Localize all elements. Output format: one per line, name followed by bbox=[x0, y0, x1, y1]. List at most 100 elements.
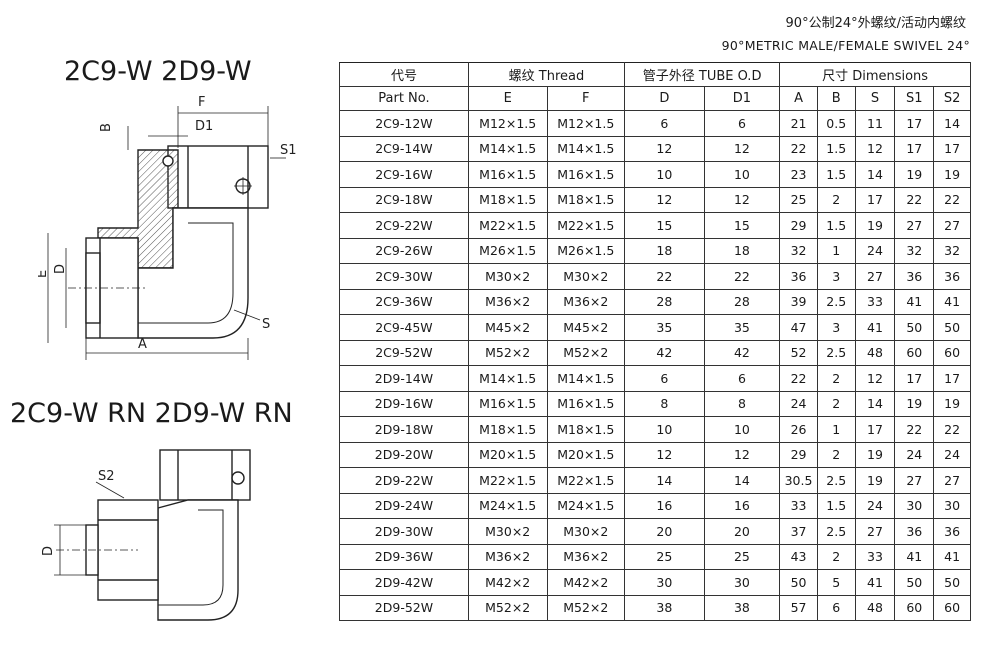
table-cell: M52×2 bbox=[546, 594, 626, 621]
label-D: D bbox=[53, 264, 68, 274]
label-D1: D1 bbox=[195, 119, 213, 134]
table-cell: 33 bbox=[779, 492, 818, 519]
table-column-header-row: Part No. E F D D1 A B S S1 S2 bbox=[339, 86, 971, 111]
table-cell: M36×2 bbox=[467, 288, 548, 315]
table-cell: 41 bbox=[854, 314, 896, 341]
table-cell: M26×1.5 bbox=[546, 237, 626, 264]
table-cell: 12 bbox=[624, 441, 705, 468]
col-part-no: Part No. bbox=[339, 86, 469, 111]
table-cell: 36 bbox=[894, 518, 935, 545]
table-cell: 21 bbox=[779, 110, 818, 137]
table-cell: 17 bbox=[933, 365, 971, 392]
col-E: E bbox=[467, 86, 548, 111]
table-cell: 41 bbox=[933, 288, 971, 315]
table-cell: 2.5 bbox=[816, 339, 856, 366]
header-tube: 管子外径 TUBE O.D bbox=[624, 62, 781, 87]
part-number-cell: 2C9-12W bbox=[339, 110, 469, 137]
label-S: S bbox=[262, 317, 270, 332]
table-cell: 36 bbox=[933, 263, 971, 290]
table-cell: 1.5 bbox=[816, 161, 856, 188]
table-cell: 50 bbox=[779, 569, 818, 596]
table-cell: 0.5 bbox=[816, 110, 856, 137]
table-cell: 24 bbox=[854, 237, 896, 264]
table-cell: 24 bbox=[894, 441, 935, 468]
label-B: B bbox=[99, 123, 114, 132]
table-cell: 43 bbox=[779, 543, 818, 570]
table-cell: 35 bbox=[624, 314, 705, 341]
table-cell: 41 bbox=[894, 288, 935, 315]
table-cell: 17 bbox=[894, 365, 935, 392]
table-cell: 22 bbox=[624, 263, 705, 290]
table-cell: 15 bbox=[703, 212, 781, 239]
part-number-cell: 2C9-14W bbox=[339, 135, 469, 162]
table-cell: 19 bbox=[933, 390, 971, 417]
table-cell: 19 bbox=[854, 441, 896, 468]
table-group-header-row: 代号 螺纹 Thread 管子外径 TUBE O.D 尺寸 Dimensions bbox=[339, 62, 971, 87]
part-number-cell: 2C9-30W bbox=[339, 263, 469, 290]
table-cell: 20 bbox=[703, 518, 781, 545]
table-cell: 18 bbox=[624, 237, 705, 264]
table-cell: 28 bbox=[703, 288, 781, 315]
table-cell: 50 bbox=[933, 314, 971, 341]
table-cell: 22 bbox=[894, 416, 935, 443]
table-cell: 20 bbox=[624, 518, 705, 545]
label-D-bottom: D bbox=[41, 546, 56, 556]
table-cell: 1 bbox=[816, 416, 856, 443]
table-cell: M36×2 bbox=[467, 543, 548, 570]
part-number-cell: 2C9-22W bbox=[339, 212, 469, 239]
table-cell: 12 bbox=[624, 186, 705, 213]
table-cell: 6 bbox=[816, 594, 856, 621]
table-cell: 36 bbox=[894, 263, 935, 290]
table-cell: 2 bbox=[816, 543, 856, 570]
table-cell: 24 bbox=[933, 441, 971, 468]
table-cell: 30.5 bbox=[779, 467, 818, 494]
table-cell: 22 bbox=[933, 186, 971, 213]
table-cell: 38 bbox=[703, 594, 781, 621]
table-cell: M36×2 bbox=[546, 288, 626, 315]
table-cell: 12 bbox=[624, 135, 705, 162]
table-cell: 33 bbox=[854, 288, 896, 315]
col-D: D bbox=[624, 86, 705, 111]
table-cell: 11 bbox=[854, 110, 896, 137]
table-cell: 32 bbox=[894, 237, 935, 264]
table-cell: 48 bbox=[854, 339, 896, 366]
table-cell: 52 bbox=[779, 339, 818, 366]
table-cell: 6 bbox=[703, 110, 781, 137]
table-cell: M22×1.5 bbox=[546, 467, 626, 494]
table-cell: 19 bbox=[894, 390, 935, 417]
table-cell: 2 bbox=[816, 186, 856, 213]
table-cell: 42 bbox=[624, 339, 705, 366]
table-cell: 17 bbox=[933, 135, 971, 162]
table-cell: 2.5 bbox=[816, 467, 856, 494]
table-cell: M20×1.5 bbox=[467, 441, 548, 468]
table-cell: 10 bbox=[624, 161, 705, 188]
header-chinese: 90°公制24°外螺纹/活动内螺纹 bbox=[785, 16, 966, 31]
table-cell: 22 bbox=[779, 135, 818, 162]
label-A: A bbox=[138, 337, 147, 352]
table-cell: 29 bbox=[779, 212, 818, 239]
part-number-cell: 2C9-26W bbox=[339, 237, 469, 264]
table-cell: 33 bbox=[854, 543, 896, 570]
table-cell: 19 bbox=[854, 212, 896, 239]
part-number-cell: 2C9-18W bbox=[339, 186, 469, 213]
table-cell: 30 bbox=[703, 569, 781, 596]
table-cell: 50 bbox=[894, 314, 935, 341]
table-cell: 14 bbox=[854, 390, 896, 417]
part-number-cell: 2D9-42W bbox=[339, 569, 469, 596]
table-cell: 57 bbox=[779, 594, 818, 621]
table-cell: 47 bbox=[779, 314, 818, 341]
table-cell: 23 bbox=[779, 161, 818, 188]
label-E: E bbox=[38, 270, 50, 278]
table-cell: 14 bbox=[854, 161, 896, 188]
table-cell: 17 bbox=[854, 416, 896, 443]
table-cell: 25 bbox=[703, 543, 781, 570]
